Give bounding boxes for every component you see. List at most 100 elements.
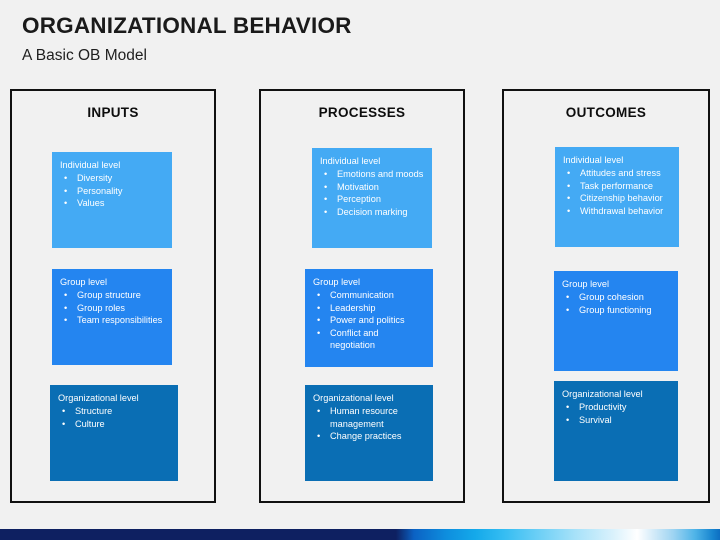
bullet-icon: • xyxy=(317,327,321,338)
list-item-label: Power and politics xyxy=(330,315,405,326)
list-item: •Decision marking xyxy=(320,206,424,219)
bullet-icon: • xyxy=(324,194,328,205)
bullet-icon: • xyxy=(566,304,570,315)
list-item: • Group cohesion xyxy=(562,291,670,304)
bullet-icon: • xyxy=(64,185,68,196)
list-item-label: Group roles xyxy=(77,302,126,313)
bottom-gradient-bar xyxy=(0,529,720,540)
list-item: •Productivity xyxy=(562,401,670,414)
bullet-icon: • xyxy=(567,168,571,178)
level-box: Organizational level • Structure • Culture xyxy=(50,385,178,481)
page-title: ORGANIZATIONAL BEHAVIOR xyxy=(22,13,352,38)
list-item: •Perception xyxy=(320,193,424,206)
list-item-label: Structure xyxy=(75,406,113,416)
level-heading: Individual level xyxy=(60,160,121,170)
list-item-label: Conflict and negotiation xyxy=(330,327,379,351)
list-item-label: Group cohesion xyxy=(579,292,644,302)
column-title: PROCESSES xyxy=(318,105,406,120)
list-item: • Motivation xyxy=(320,181,424,194)
bullet-icon: • xyxy=(62,418,66,429)
list-item-label: Communication xyxy=(330,290,394,300)
bullet-icon: • xyxy=(324,169,328,179)
list-item-label: Decision marking xyxy=(337,206,408,217)
bullet-icon: • xyxy=(64,198,68,209)
bullet-icon: • xyxy=(324,181,328,192)
list-item-label: Team responsibilities xyxy=(77,315,163,326)
level-heading: Organizational level xyxy=(313,393,394,403)
list-item: •Values xyxy=(60,197,164,210)
list-item-label: Emotions and moods xyxy=(337,169,424,179)
bullet-icon: • xyxy=(566,414,570,425)
level-item-list: • Emotions and moods • Motivation•Perceptio… xyxy=(320,168,424,218)
level-heading: Organizational level xyxy=(562,389,643,399)
list-item-label: Personality xyxy=(77,185,123,196)
level-box: Group level•Communication•Leadership•Pow… xyxy=(305,269,433,367)
list-item-label: Human resource management xyxy=(330,406,398,429)
list-item: • Human resource management xyxy=(313,405,425,430)
list-item-label: Group functioning xyxy=(579,304,652,315)
list-item-label: Task performance xyxy=(580,180,654,191)
bullet-icon: • xyxy=(64,290,68,300)
bullet-icon: • xyxy=(64,315,68,326)
list-item: • Group structure xyxy=(60,289,164,302)
list-item: • Team responsibilities xyxy=(60,314,164,327)
level-item-list: • Human resource management • Change practi… xyxy=(313,405,425,443)
list-item: •Citizenship behavior xyxy=(563,192,671,205)
bullet-icon: • xyxy=(317,302,321,313)
list-item: •Group roles xyxy=(60,302,164,315)
column-processes: PROCESSES Individual level • Emotions and m… xyxy=(259,89,465,503)
list-item: • Emotions and moods xyxy=(320,168,424,181)
bullet-icon: • xyxy=(64,173,68,183)
list-item: • Attitudes and stress xyxy=(563,167,671,180)
bullet-icon: • xyxy=(567,193,571,204)
list-item: • Change practices xyxy=(313,430,425,443)
bullet-icon: • xyxy=(317,315,321,326)
level-box: Group level • Group cohesion • Group functio… xyxy=(554,271,678,371)
bullet-icon: • xyxy=(567,180,571,191)
level-heading: Group level xyxy=(313,277,360,287)
list-item-label: Diversity xyxy=(77,173,113,183)
list-item: • Structure xyxy=(58,405,170,418)
list-item-label: Culture xyxy=(75,418,105,429)
list-item-label: Attitudes and stress xyxy=(580,168,661,178)
level-box: Organizational level • Human resource mana… xyxy=(305,385,433,481)
bullet-icon: • xyxy=(566,402,570,412)
level-item-list: • Structure • Culture xyxy=(58,405,170,430)
list-item: •Communication xyxy=(313,289,425,302)
level-heading: Individual level xyxy=(320,156,381,166)
level-box: Individual level•Attitudes and stress•Ta… xyxy=(555,147,679,247)
level-item-list: • Diversity • Personality•Values xyxy=(60,172,164,210)
column-inputs: INPUTS Individual level • Diversity • Persona… xyxy=(10,89,216,503)
column-boxes: Individual level • Diversity • Personality•V… xyxy=(12,91,214,501)
list-item: • Survival xyxy=(562,414,670,427)
bullet-icon: • xyxy=(317,406,321,416)
column-title: INPUTS xyxy=(87,105,139,120)
level-box: Individual level • Diversity • Personality•V… xyxy=(52,152,172,248)
level-heading: Group level xyxy=(60,277,107,287)
column-title: OUTCOMES xyxy=(565,105,647,120)
level-item-list: •Communication•Leadership•Power and poli… xyxy=(313,289,425,352)
page-subtitle: A Basic OB Model xyxy=(22,47,147,64)
bullet-icon: • xyxy=(566,292,570,302)
list-item: • Power and politics xyxy=(313,314,425,327)
level-box: Individual level • Emotions and moods • Moti… xyxy=(312,148,432,248)
list-item: •Withdrawal behavior xyxy=(563,205,671,218)
list-item-label: Group structure xyxy=(77,290,141,300)
list-item: • Group functioning xyxy=(562,304,670,317)
list-item-label: Survival xyxy=(579,414,612,425)
bullet-icon: • xyxy=(317,431,321,442)
list-item-label: Leadership xyxy=(330,302,376,313)
list-item-label: Change practices xyxy=(330,431,402,442)
list-item-label: Withdrawal behavior xyxy=(580,205,664,216)
level-heading: Organizational level xyxy=(58,393,139,403)
bullet-icon: • xyxy=(62,406,66,416)
model-columns: INPUTS Individual level • Diversity • Persona… xyxy=(10,89,710,503)
list-item-label: Motivation xyxy=(337,181,379,192)
level-heading: Group level xyxy=(562,279,609,289)
column-boxes: Individual level • Emotions and moods • Moti… xyxy=(261,91,463,501)
level-box: Group level•Group structure•Group roles•… xyxy=(52,269,172,365)
level-item-list: •Productivity• Survival xyxy=(562,401,670,426)
list-item: • Personality xyxy=(60,185,164,198)
slide-header: ORGANIZATIONAL BEHAVIOR A Basic OB Model xyxy=(22,12,682,66)
